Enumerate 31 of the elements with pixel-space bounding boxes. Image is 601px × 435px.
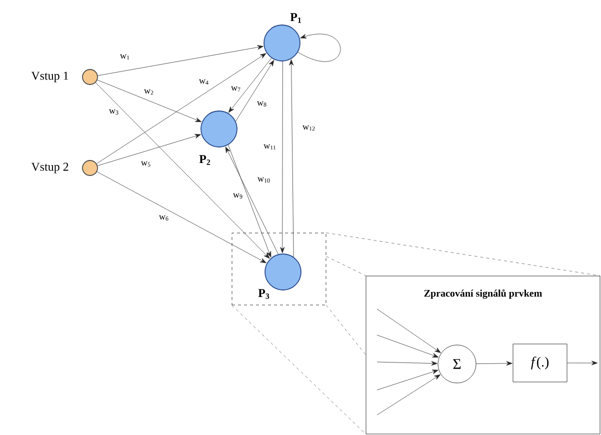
zoom-line [232, 305, 366, 434]
arrow [376, 334, 439, 358]
arrow [567, 360, 598, 366]
arrow [96, 172, 266, 264]
arrow [376, 361, 438, 366]
arrow [280, 61, 285, 254]
neuron-label: P$_{2}$ [199, 155, 210, 165]
zoom-frame [232, 232, 326, 306]
input-label: Vstup 1 [31, 72, 68, 82]
arrow [476, 361, 512, 366]
arrow [97, 80, 202, 122]
arrow [376, 374, 441, 416]
zoom-line [326, 232, 600, 276]
input-label: Vstup 2 [31, 162, 68, 174]
arrow [97, 134, 201, 166]
arrow [376, 370, 438, 390]
arrow [376, 308, 441, 353]
arrow [236, 60, 274, 122]
neuron-label: P$_{1}$ [290, 13, 302, 23]
neuron-label: P$_{3}$ [258, 289, 270, 299]
zoom-line [326, 256, 366, 276]
zoom-line [326, 305, 366, 356]
arrow [289, 59, 294, 258]
arrow [298, 34, 341, 62]
arrow [96, 53, 266, 164]
arrow [228, 144, 272, 258]
arrow [98, 45, 264, 76]
arrow [95, 82, 270, 259]
function-box: f(.) [512, 344, 568, 382]
arrow [228, 58, 272, 113]
arrow [225, 146, 278, 254]
